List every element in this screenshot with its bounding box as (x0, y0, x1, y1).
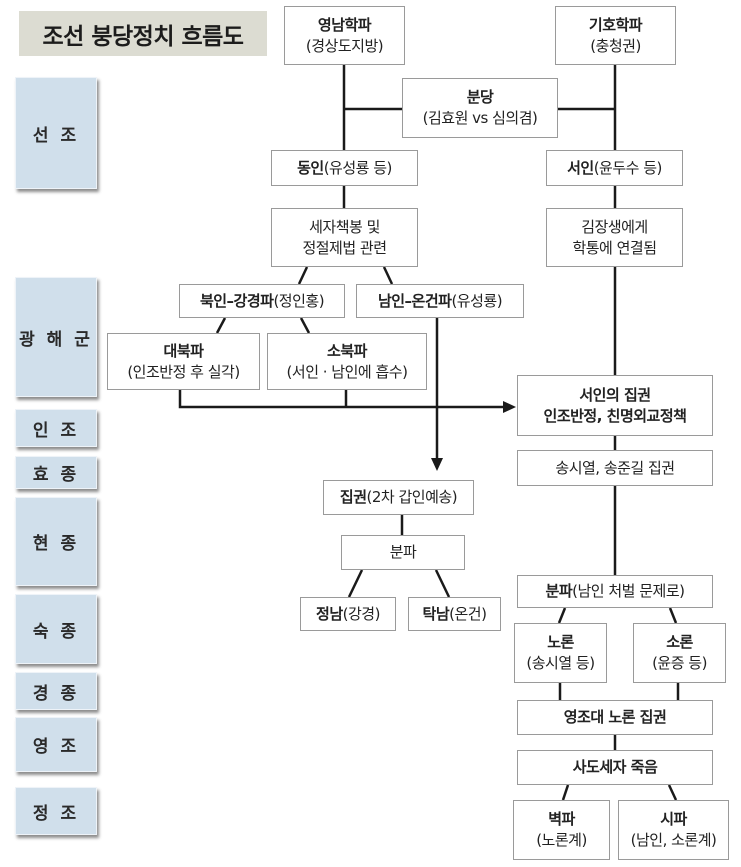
node-title: 노론 (547, 633, 574, 651)
node-taknam: 탁남 (온건) (408, 597, 501, 631)
arrowhead-jipgwon (431, 458, 443, 471)
line-seja-bugin (297, 266, 309, 285)
line-daebuk-sobuk-arrow (178, 390, 505, 409)
node-soron: 소론 (윤증 등) (633, 623, 726, 683)
node-subtitle: (남인 처벌 문제로) (572, 582, 685, 600)
node-seja: 세자책봉 및 정절제법 관련 (271, 208, 418, 267)
node-subtitle: (노론계) (536, 831, 587, 849)
era-sukjong: 숙 종 (15, 594, 97, 664)
node-title: 동인 (297, 158, 324, 177)
node-line2: 인조반정, 친명외교정책 (543, 406, 687, 425)
node-bugin: 북인–강경파 (정인홍) (179, 284, 345, 318)
node-title: 북인–강경파 (199, 291, 274, 310)
node-noron: 노론 (송시열 등) (514, 623, 607, 683)
node-title: 시파 (660, 810, 687, 828)
line-bugin-sobuk (299, 317, 311, 334)
node-line1: 김장생에게 (581, 217, 648, 236)
node-title: 탁남 (422, 604, 450, 623)
line-bugin-daebuk (215, 317, 227, 334)
node-sobuk: 소북파 (서인 · 남인에 흡수) (267, 333, 427, 390)
node-bundang: 분당 (김효원 vs 심의겸) (402, 78, 558, 138)
node-subtitle: (경상도지방) (305, 36, 384, 55)
node-title: 남인–온건파 (377, 291, 452, 310)
node-title: 분당 (466, 88, 494, 106)
node-title: 영남학파 (317, 15, 372, 34)
era-injo: 인 조 (15, 409, 97, 447)
era-gyeongjong: 경 종 (15, 672, 97, 710)
node-byeokpa: 벽파 (노론계) (513, 800, 610, 860)
node-line2: 정절제법 관련 (302, 238, 387, 257)
node-line1: 세자책봉 및 (309, 217, 380, 236)
node-subtitle: (서인 · 남인에 흡수) (286, 362, 408, 381)
era-hyojong: 효 종 (15, 456, 97, 489)
line-bunpa1-taknam (434, 569, 451, 598)
node-subtitle: (온건) (449, 604, 487, 623)
line-bunpa2-noron (557, 607, 567, 624)
node-namin: 남인–온건파 (유성룡) (356, 284, 524, 318)
node-bunpa1: 분파 (341, 535, 465, 570)
node-subtitle: (윤두수 등) (593, 158, 663, 177)
line-sado-byeokpa (561, 784, 570, 801)
line-sado-sipa (667, 784, 678, 801)
node-cheongnam: 정남 (강경) (300, 597, 396, 631)
node-seoin-power: 서인의 집권 인조반정, 친명외교정책 (517, 375, 713, 436)
node-subtitle: (김효원 vs 심의겸) (422, 109, 538, 127)
node-title: 분파 (545, 582, 573, 600)
node-kimjangsaeng: 김장생에게 학통에 연결됨 (546, 208, 683, 267)
node-subtitle: (인조반정 후 실각) (127, 362, 240, 381)
node-subtitle: (유성룡) (451, 291, 503, 310)
node-title: 소북파 (327, 341, 367, 360)
node-text: 송시열, 송준길 집권 (555, 458, 675, 477)
node-sipa: 시파 (남인, 소론계) (618, 800, 729, 860)
node-subtitle: (정인홍) (273, 291, 325, 310)
node-yeongjo-noron: 영조대 노론 집권 (517, 700, 713, 735)
node-bunpa2: 분파 (남인 처벌 문제로) (517, 575, 713, 608)
node-subtitle: (송시열 등) (526, 654, 595, 672)
era-seonjo: 선 조 (15, 77, 97, 189)
line-bunpa1-cheongnam (347, 569, 364, 598)
era-hyeonjong: 현 종 (15, 497, 97, 586)
node-text: 영조대 노론 집권 (563, 708, 667, 726)
line-bunpa2-soron (668, 607, 678, 624)
node-title: 서인 (567, 158, 594, 177)
node-subtitle: (유성룡 등) (323, 158, 393, 177)
node-text: 사도세자 죽음 (572, 758, 658, 776)
node-song: 송시열, 송준길 집권 (517, 450, 713, 486)
node-subtitle: (윤증 등) (652, 654, 707, 672)
node-daebuk: 대북파 (인조반정 후 실각) (107, 333, 260, 390)
node-title: 정남 (316, 604, 343, 623)
node-jipgwon2: 집권 (2차 갑인예송) (323, 480, 474, 515)
era-jeongjo: 정 조 (15, 787, 97, 835)
node-title: 소론 (666, 633, 693, 651)
node-seoin: 서인 (윤두수 등) (546, 150, 683, 186)
line-seja-namin (382, 266, 394, 285)
diagram-title: 조선 붕당정치 흐름도 (19, 11, 267, 56)
node-line2: 학통에 연결됨 (572, 238, 657, 257)
node-subtitle: (2차 갑인예송) (366, 488, 458, 506)
node-title: 대북파 (163, 341, 204, 360)
node-title: 기호학파 (588, 15, 643, 34)
node-title: 벽파 (548, 810, 575, 828)
node-subtitle: (남인, 소론계) (630, 831, 717, 849)
node-giho: 기호학파 (충청권) (555, 6, 676, 65)
era-gwanghaegun: 광 해 군 (15, 277, 97, 397)
era-yeongjo: 영 조 (15, 717, 97, 772)
node-line1: 서인의 집권 (579, 385, 651, 404)
node-yeongnam: 영남학파 (경상도지방) (284, 6, 405, 65)
node-subtitle: (강경) (342, 604, 381, 623)
node-dongin: 동인 (유성룡 등) (271, 150, 418, 186)
node-sado: 사도세자 죽음 (517, 750, 713, 785)
node-subtitle: (충청권) (590, 36, 641, 55)
arrowhead-seoin-power (503, 401, 516, 413)
node-title: 집권 (339, 488, 367, 506)
node-text: 분파 (389, 543, 417, 561)
